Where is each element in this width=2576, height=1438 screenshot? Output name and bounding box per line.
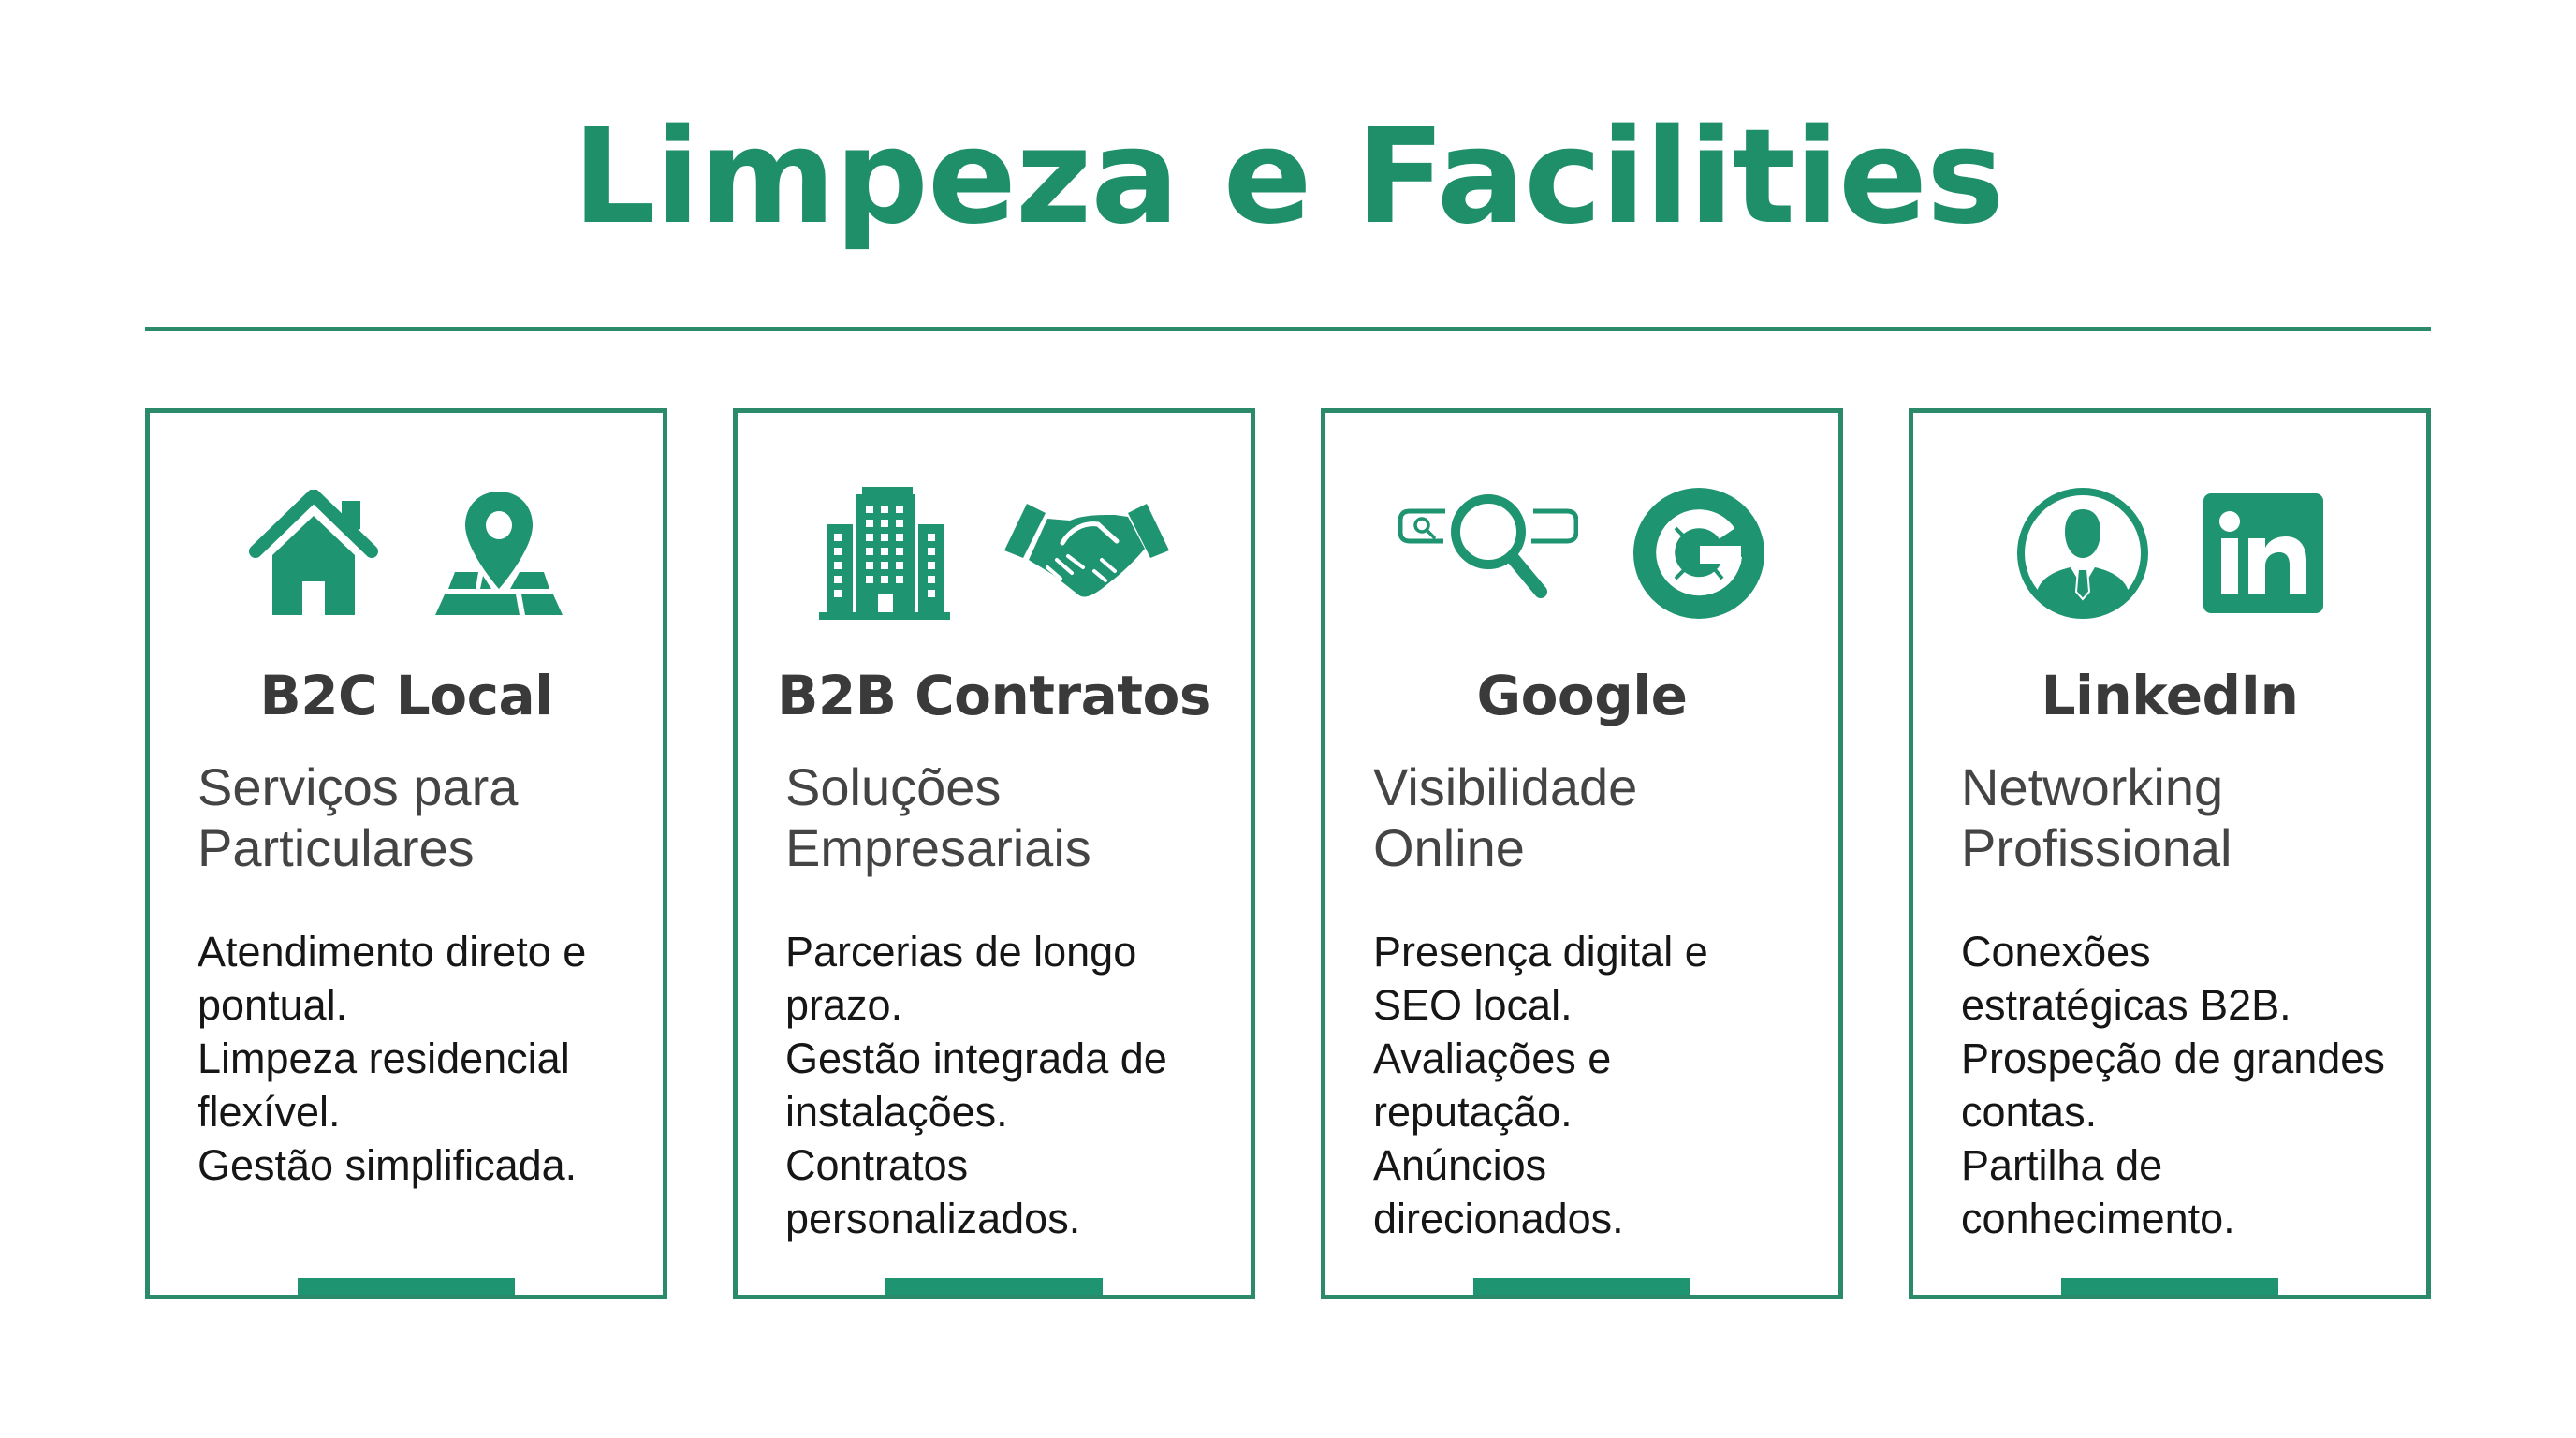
card-google: Google Visibilidade Online Presença digi… — [1321, 408, 1843, 1299]
card-body: Atendimento direto e pontual. Limpeza re… — [198, 925, 644, 1192]
body-line: instalações. — [785, 1088, 1008, 1136]
search-bar-magnifier-icon — [1398, 494, 1578, 598]
body-line: Prospeção de grandes — [1961, 1034, 2385, 1082]
body-line: conhecimento. — [1961, 1195, 2235, 1242]
body-line: flexível. — [198, 1088, 341, 1136]
card-heading: Google — [1476, 664, 1688, 727]
card-b2c-local: B2C Local Serviços para Particulares Ate… — [145, 408, 667, 1299]
office-building-icon — [819, 487, 950, 620]
house-icon — [249, 490, 378, 615]
subtitle-line: Particulares — [198, 818, 475, 877]
handshake-icon — [1004, 504, 1169, 597]
card-body: Conexões estratégicas B2B. Prospeção de … — [1961, 925, 2408, 1245]
body-line: SEO local. — [1373, 981, 1573, 1029]
card-subtitle: Networking Profissional — [1961, 756, 2398, 878]
body-line: Anúncios — [1373, 1141, 1547, 1189]
body-line: Presença digital e — [1373, 928, 1708, 976]
body-line: Conexões — [1961, 928, 2151, 976]
card-body: Presença digital e SEO local. Avaliações… — [1373, 925, 1820, 1245]
body-line: Limpeza residencial — [198, 1034, 570, 1082]
card-subtitle: Serviços para Particulares — [198, 756, 635, 878]
card-accent-bar — [886, 1278, 1103, 1295]
subtitle-line: Online — [1373, 818, 1525, 877]
body-line: Partilha de — [1961, 1141, 2163, 1189]
subtitle-line: Networking — [1961, 757, 2224, 816]
body-line: Atendimento direto e — [198, 928, 587, 976]
subtitle-line: Serviços para — [198, 757, 519, 816]
card-accent-bar — [298, 1278, 515, 1295]
body-line: direcionados. — [1373, 1195, 1624, 1242]
card-icons — [1913, 483, 2426, 624]
body-line: Gestão integrada de — [785, 1034, 1167, 1082]
body-line: Parcerias de longo — [785, 928, 1137, 976]
card-linkedin: LinkedIn Networking Profissional Conexõe… — [1909, 408, 2431, 1299]
subtitle-line: Visibilidade — [1373, 757, 1638, 816]
google-logo-icon — [1633, 488, 1764, 619]
body-line: Avaliações e — [1373, 1034, 1612, 1082]
card-icons — [738, 483, 1251, 624]
card-heading: B2C Local — [259, 664, 553, 727]
body-line: reputação. — [1373, 1088, 1573, 1136]
card-subtitle: Soluções Empresariais — [785, 756, 1222, 878]
card-b2b-contratos: B2B Contratos Soluções Empresariais Parc… — [733, 408, 1255, 1299]
subtitle-line: Profissional — [1961, 818, 2232, 877]
card-accent-bar — [1473, 1278, 1690, 1295]
card-accent-bar — [2061, 1278, 2278, 1295]
page-title: Limpeza e Facilities — [572, 101, 2005, 254]
subtitle-line: Empresariais — [785, 818, 1091, 877]
body-line: Gestão simplificada. — [198, 1141, 578, 1189]
card-heading: B2B Contratos — [777, 664, 1211, 727]
map-pin-icon — [435, 492, 563, 615]
body-line: personalizados. — [785, 1195, 1081, 1242]
body-line: contas. — [1961, 1088, 2098, 1136]
linkedin-logo-icon — [2203, 493, 2323, 613]
subtitle-line: Soluções — [785, 757, 1002, 816]
business-person-icon — [2017, 488, 2148, 619]
body-line: estratégicas B2B. — [1961, 981, 2291, 1029]
card-heading: LinkedIn — [2041, 664, 2299, 727]
body-line: prazo. — [785, 981, 903, 1029]
title-divider — [145, 327, 2431, 331]
card-subtitle: Visibilidade Online — [1373, 756, 1810, 878]
card-body: Parcerias de longo prazo. Gestão integra… — [785, 925, 1232, 1245]
body-line: pontual. — [198, 981, 348, 1029]
body-line: Contratos — [785, 1141, 969, 1189]
card-icons — [1325, 483, 1838, 624]
card-icons — [150, 483, 663, 624]
